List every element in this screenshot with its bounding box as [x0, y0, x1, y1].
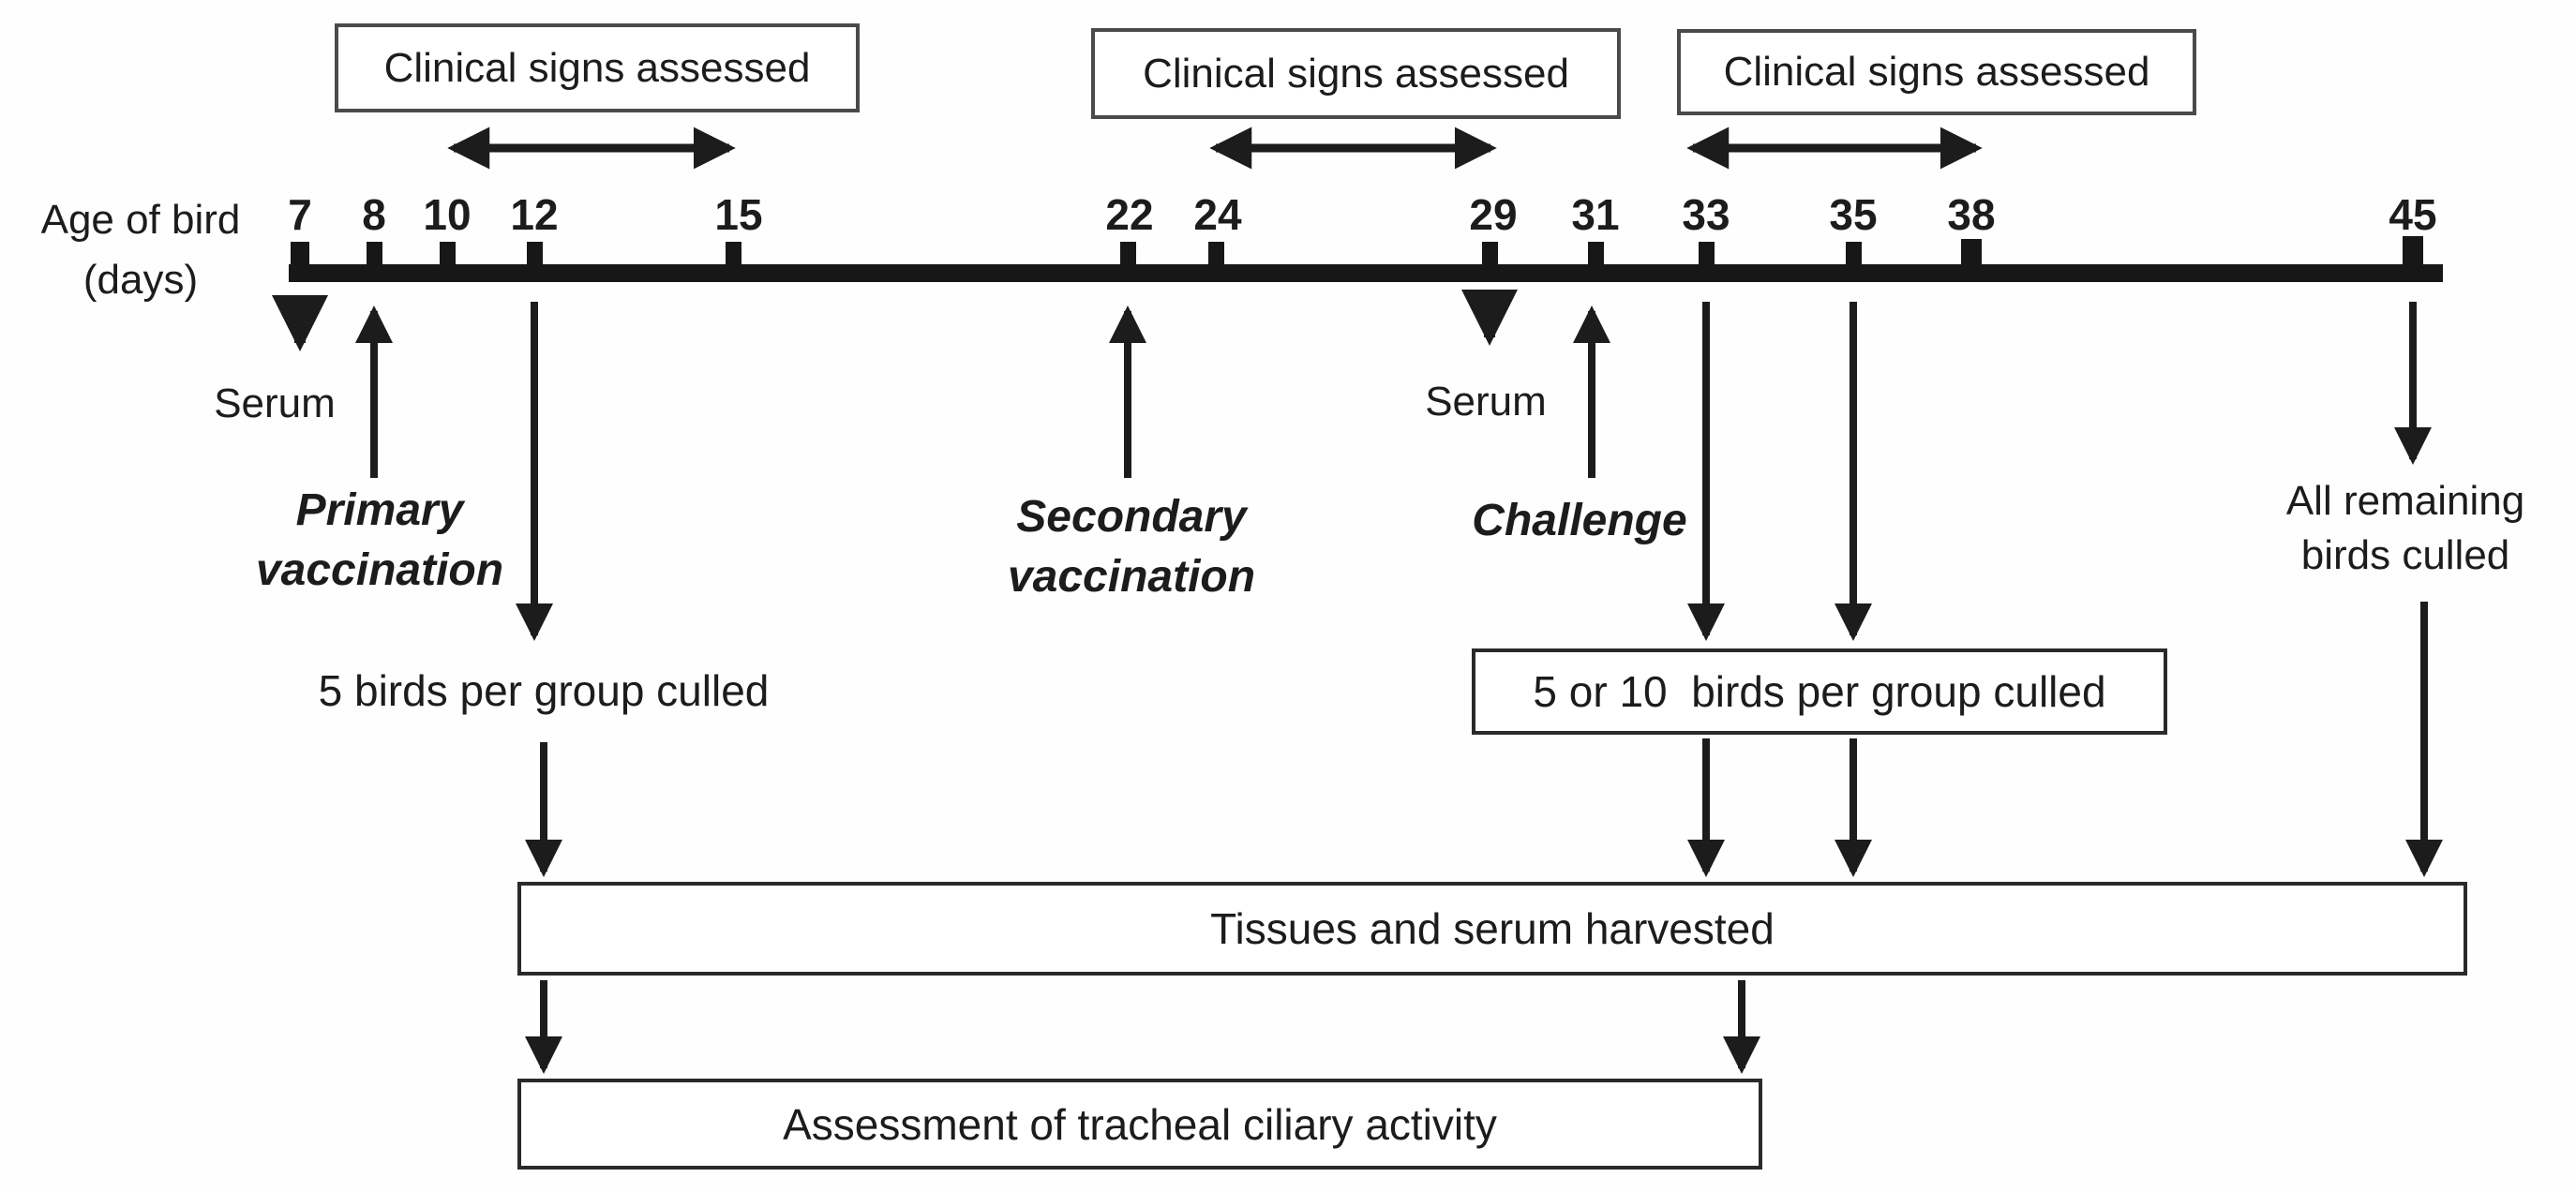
tick-label-day-10: 10: [423, 190, 472, 239]
assessment-ciliary-activity-box: Assessment of tracheal ciliary activity: [517, 1079, 1762, 1170]
secondary-vaccination-line1: Secondary: [1016, 492, 1247, 542]
clinical-signs-box-2: Clinical signs assessed: [1091, 28, 1621, 119]
serum-label-left: Serum: [214, 380, 336, 426]
tick-label-day-7: 7: [288, 190, 312, 239]
tick-day-22: [1120, 242, 1136, 266]
tick-day-31: [1588, 242, 1604, 266]
tick-label-day-8: 8: [362, 190, 386, 239]
culled-5-or-10-box: 5 or 10 birds per group culled: [1472, 648, 2167, 735]
tick-day-8: [367, 242, 382, 266]
tick-day-12: [527, 242, 543, 266]
tick-label-day-31: 31: [1571, 190, 1620, 239]
tick-label-day-24: 24: [1193, 190, 1242, 239]
tick-day-35: [1846, 242, 1862, 266]
tissues-serum-harvested-box: Tissues and serum harvested: [517, 882, 2467, 976]
age-axis-label-line2: (days): [82, 257, 199, 303]
timeline-bar: [289, 264, 2443, 282]
tick-day-38: [1961, 239, 1982, 266]
tick-label-day-35: 35: [1829, 190, 1878, 239]
tick-day-45: [2403, 236, 2423, 266]
all-remaining-line1: All remaining: [2285, 478, 2525, 524]
tick-day-24: [1208, 242, 1224, 266]
tick-label-day-22: 22: [1105, 190, 1154, 239]
all-remaining-label: All remaining birds culled: [2286, 474, 2524, 583]
event-arrows: [272, 290, 2443, 1074]
tick-label-day-15: 15: [714, 190, 763, 239]
tick-label-day-29: 29: [1469, 190, 1518, 239]
primary-vaccination-line1: Primary: [295, 485, 464, 535]
primary-vaccination-line2: vaccination: [255, 545, 504, 595]
tick-day-15: [726, 242, 741, 266]
clinical-signs-box-3: Clinical signs assessed: [1677, 29, 2196, 115]
tick-day-7: [291, 242, 309, 266]
tick-label-day-38: 38: [1947, 190, 1996, 239]
tick-day-10: [440, 242, 456, 266]
culled-5-label: 5 birds per group culled: [318, 666, 770, 715]
age-axis-label-line1: Age of bird: [40, 197, 241, 243]
secondary-vaccination-line2: vaccination: [1007, 552, 1256, 602]
primary-vaccination-label: Primary vaccination: [256, 481, 503, 601]
tick-label-day-45: 45: [2389, 190, 2437, 239]
serum-label-right: Serum: [1425, 379, 1547, 425]
tick-day-29: [1482, 242, 1498, 266]
all-remaining-line2: birds culled: [2300, 532, 2510, 578]
age-axis-label: Age of bird (days): [23, 190, 258, 310]
clinical-signs-box-1: Clinical signs assessed: [335, 23, 860, 112]
tick-label-day-12: 12: [510, 190, 559, 239]
tick-label-day-33: 33: [1682, 190, 1730, 239]
challenge-label: Challenge: [1472, 496, 1687, 545]
timeline-ticks: [291, 236, 2423, 266]
tick-day-33: [1699, 242, 1715, 266]
secondary-vaccination-label: Secondary vaccination: [1008, 487, 1255, 607]
